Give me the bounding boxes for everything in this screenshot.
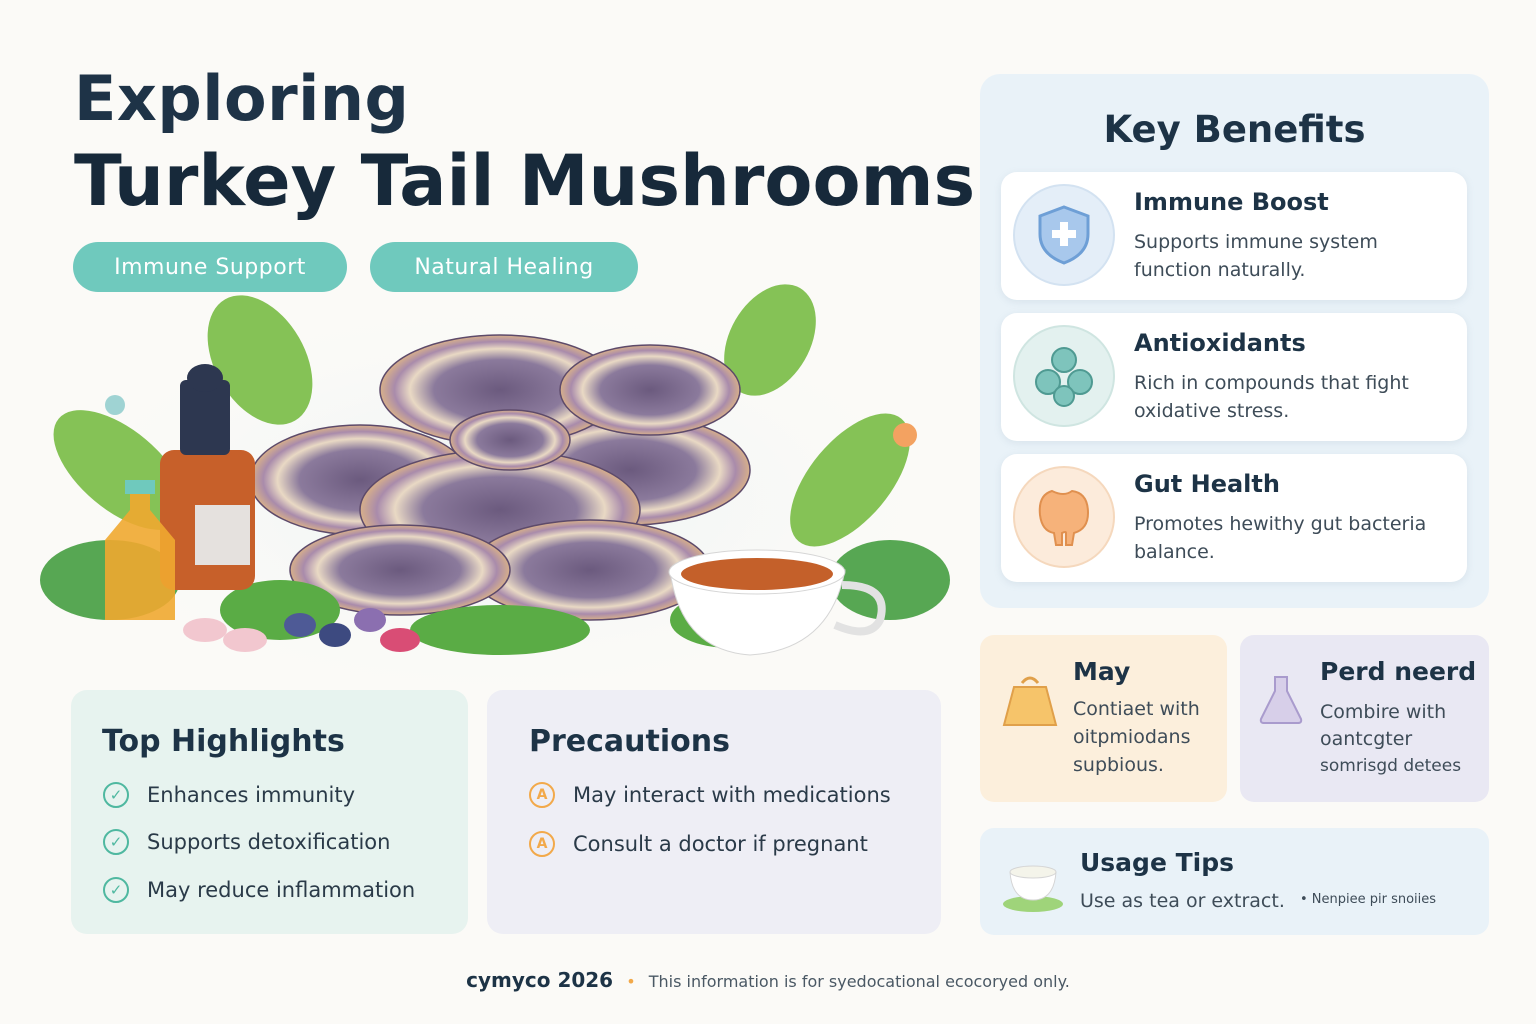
perd-neerd-line: Combire with — [1320, 701, 1447, 723]
benefit-desc: Promotes hewithy gut bacteria balance. — [1134, 513, 1427, 563]
highlight-text: Enhances immunity — [147, 783, 356, 807]
mushroom-illustration — [40, 284, 960, 700]
warning-icon: A — [529, 831, 555, 857]
may-card-title: May — [1073, 657, 1131, 686]
usage-tips-note: • Nenpiee pir snoiies — [1300, 892, 1437, 907]
list-item: ✓ Supports detoxification — [103, 829, 390, 855]
footer-brand: cymyco 2026 — [466, 968, 614, 992]
may-card-line: Contiaet with — [1073, 698, 1200, 720]
list-item: A Consult a doctor if pregnant — [529, 831, 868, 857]
footer: cymyco 2026 • This information is for sy… — [0, 968, 1536, 992]
usage-tips-title: Usage Tips — [1080, 848, 1235, 877]
tag-immune-support: Immune Support — [73, 242, 347, 292]
footer-separator: • — [626, 972, 636, 991]
usage-tips-panel: Usage Tips Use as tea or extract. • Nenp… — [980, 828, 1489, 935]
perd-neerd-line: somrisgd detees — [1320, 756, 1462, 776]
highlight-text: May reduce inflammation — [147, 878, 416, 902]
flask-icon — [1259, 676, 1303, 724]
bag-icon — [1002, 676, 1058, 726]
precaution-text: May interact with medications — [573, 783, 891, 807]
benefit-title: Gut Health — [1134, 470, 1280, 498]
benefit-title: Immune Boost — [1134, 188, 1329, 216]
check-icon: ✓ — [103, 829, 129, 855]
list-item: ✓ Enhances immunity — [103, 782, 355, 808]
top-highlights-title: Top Highlights — [102, 724, 345, 759]
tea-cup-icon — [1003, 865, 1063, 912]
benefit-desc: Rich in compounds that fight oxidative s… — [1134, 372, 1409, 422]
stomach-icon — [1013, 466, 1115, 568]
usage-tips-desc: Use as tea or extract. — [1080, 890, 1285, 912]
perd-neerd-desc: Combire with oantcgter somrisgd detees — [1320, 699, 1485, 780]
precautions-panel: Precautions A May interact with medicati… — [487, 690, 941, 934]
benefit-card-gut-health: Gut Health Promotes hewithy gut bacteria… — [1001, 454, 1467, 582]
may-card: May Contiaet with oitpmiodans supbious. — [980, 635, 1227, 802]
benefit-title: Antioxidants — [1134, 329, 1306, 357]
benefit-desc: Supports immune system function naturall… — [1134, 231, 1378, 281]
precautions-title: Precautions — [529, 724, 730, 759]
precaution-text: Consult a doctor if pregnant — [573, 832, 868, 856]
check-icon: ✓ — [103, 782, 129, 808]
perd-neerd-title: Perd neerd — [1320, 657, 1477, 686]
check-icon: ✓ — [103, 877, 129, 903]
benefit-card-immune-boost: Immune Boost Supports immune system func… — [1001, 172, 1467, 300]
list-item: A May interact with medications — [529, 782, 891, 808]
key-benefits-panel: Key Benefits Immune Boost Supports immun… — [980, 74, 1489, 608]
shield-plus-icon — [1013, 184, 1115, 286]
may-card-line: supbious. — [1073, 754, 1164, 776]
antioxidant-molecule-icon — [1013, 325, 1115, 427]
key-benefits-title: Key Benefits — [1103, 108, 1366, 151]
perd-neerd-card: Perd neerd Combire with oantcgter somris… — [1240, 635, 1489, 802]
page-title-line1: Exploring — [74, 62, 410, 135]
page-title-line2: Turkey Tail Mushrooms — [74, 140, 976, 222]
warning-icon: A — [529, 782, 555, 808]
tag-natural-healing: Natural Healing — [370, 242, 638, 292]
top-highlights-panel: Top Highlights ✓ Enhances immunity ✓ Sup… — [71, 690, 468, 934]
highlight-text: Supports detoxification — [147, 830, 391, 854]
footer-disclaimer: This information is for syedocational ec… — [648, 972, 1070, 991]
may-card-desc: Contiaet with oitpmiodans supbious. — [1073, 695, 1223, 779]
may-card-line: oitpmiodans — [1073, 726, 1191, 748]
list-item: ✓ May reduce inflammation — [103, 877, 415, 903]
perd-neerd-line: oantcgter — [1320, 728, 1413, 750]
benefit-card-antioxidants: Antioxidants Rich in compounds that figh… — [1001, 313, 1467, 441]
